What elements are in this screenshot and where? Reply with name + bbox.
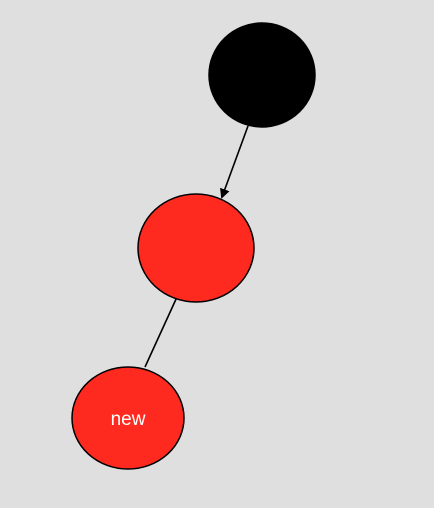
red-middle-node [137,193,255,303]
edge-root-to-middle [220,125,249,199]
red-new-node [71,366,185,470]
edge-middle-to-new [144,296,178,368]
new-node-label: new [111,409,146,430]
black-root-node [208,22,316,128]
